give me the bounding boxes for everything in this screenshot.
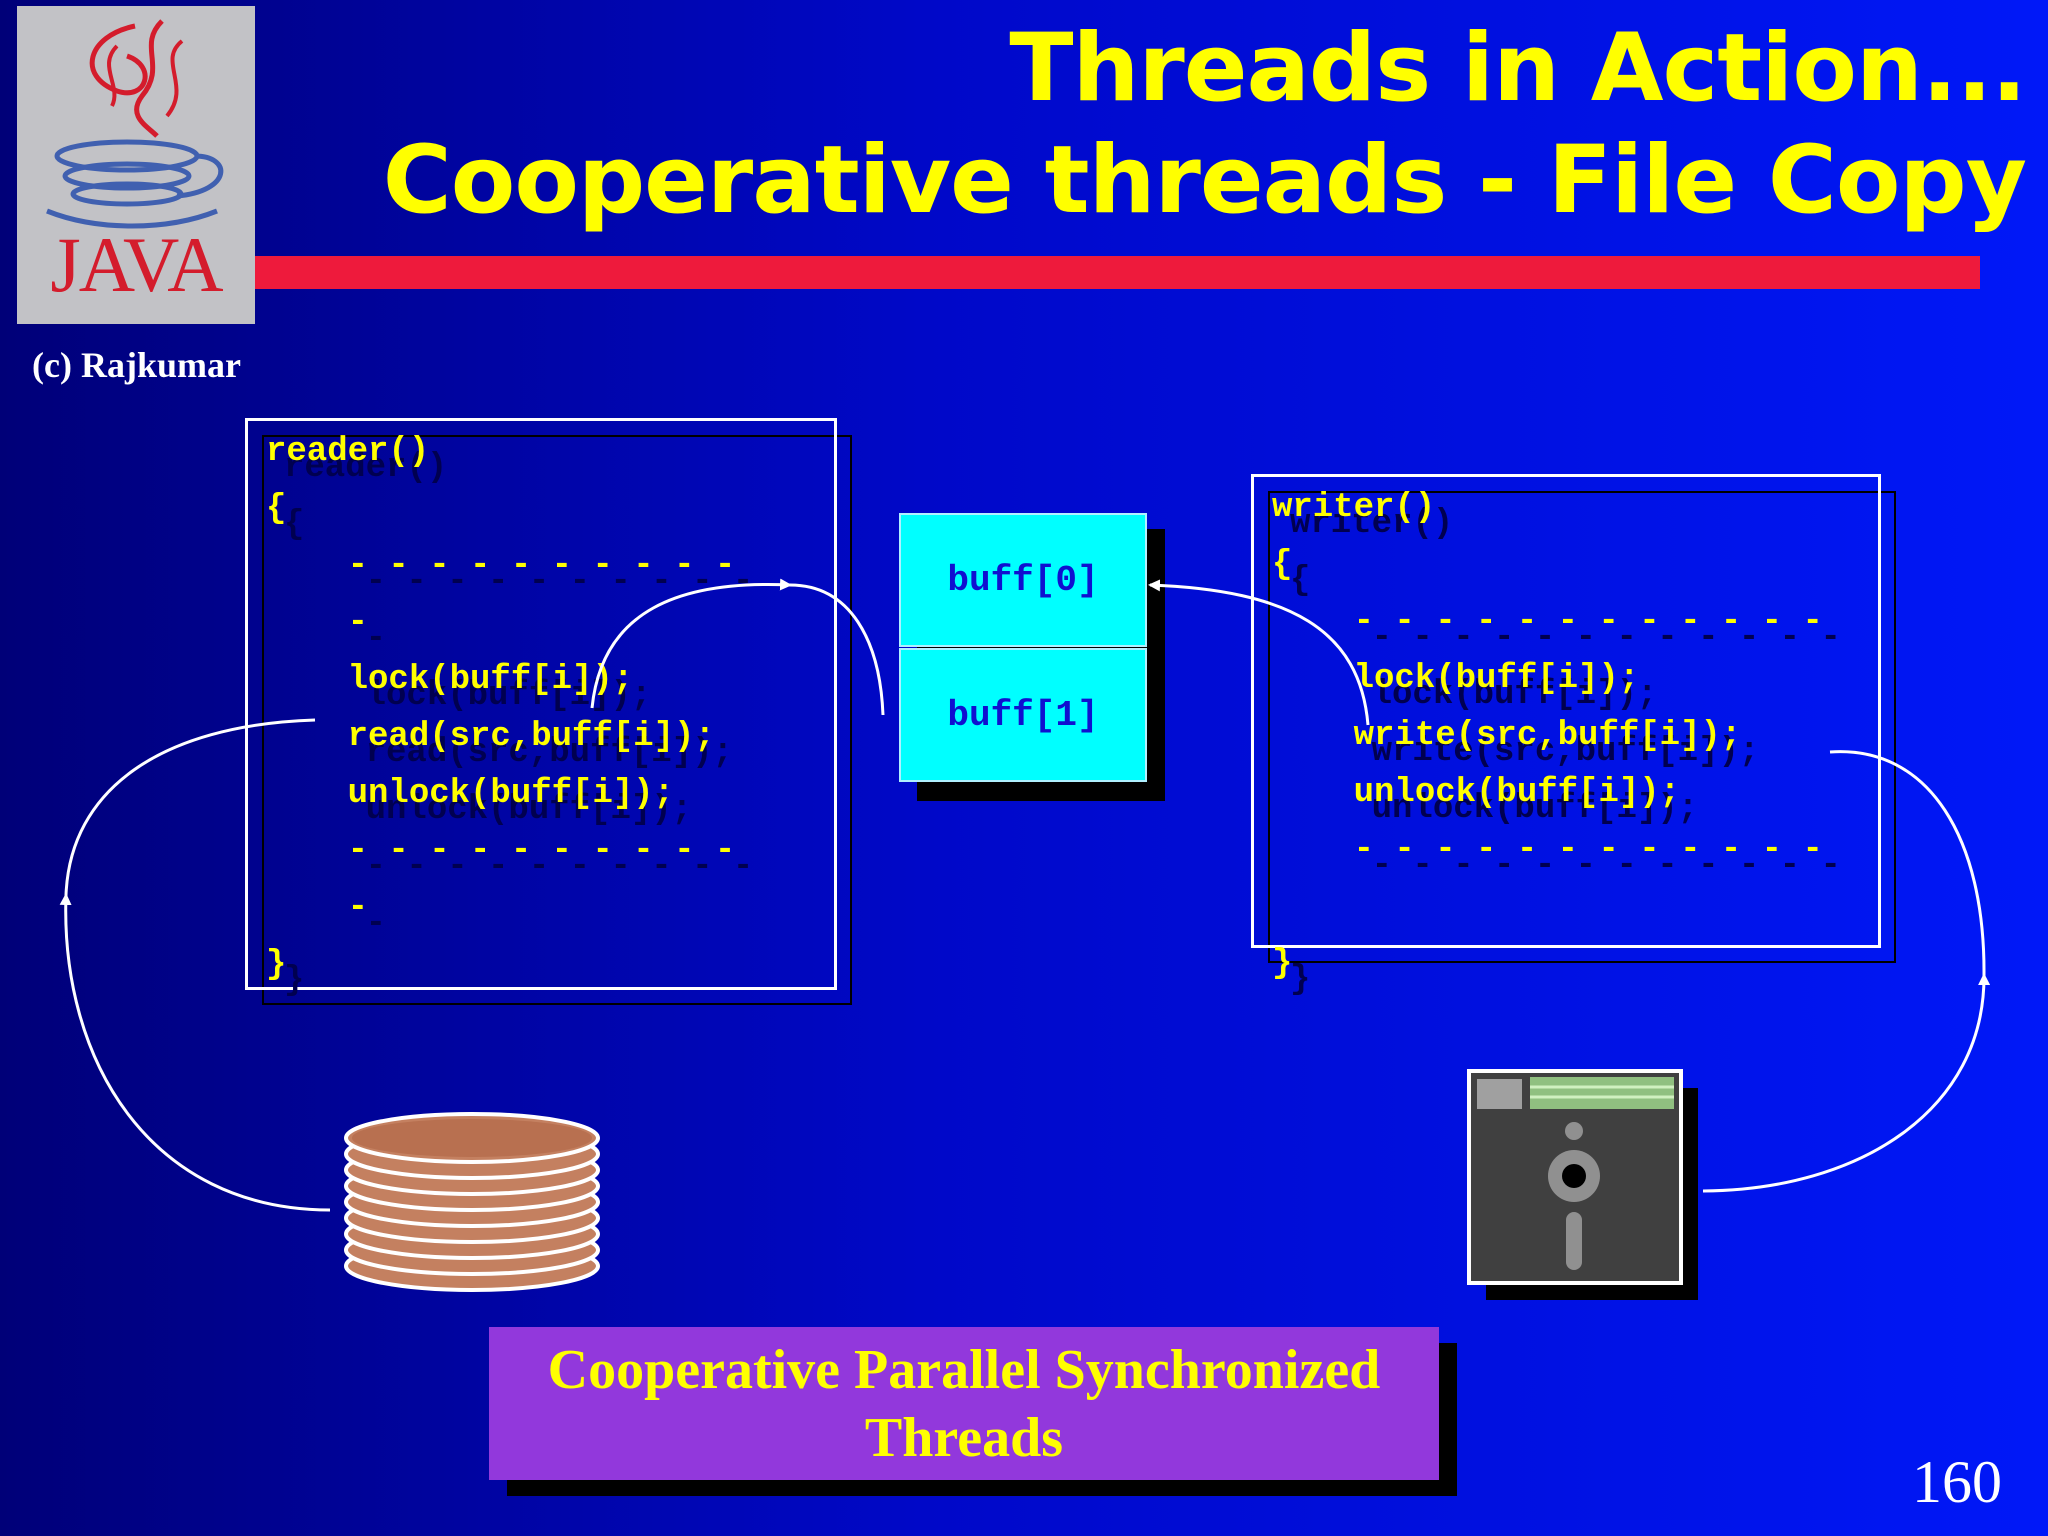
title-line-1: Threads in Action... bbox=[1009, 14, 2027, 123]
reader-code-line: lock(buff[i]); bbox=[266, 661, 634, 699]
title-divider bbox=[255, 256, 1980, 289]
writer-box-shadow bbox=[1268, 491, 1896, 963]
reader-code-line: unlock(buff[i]); bbox=[266, 775, 675, 813]
writer-code-line: write(src,buff[i]); bbox=[1272, 717, 1742, 755]
writer-code-line: unlock(buff[i]); bbox=[1272, 774, 1681, 812]
reader-code-line: - - - - - - - - - - bbox=[266, 832, 736, 870]
buffer-cell-1: buff[1] bbox=[899, 648, 1147, 782]
java-logo-text: JAVA bbox=[50, 221, 223, 308]
writer-code-line: - - - - - - - - - - - - bbox=[1272, 603, 1823, 641]
java-logo: JAVA bbox=[17, 6, 255, 324]
caption-line-1: Cooperative Parallel Synchronized bbox=[547, 1338, 1381, 1401]
writer-code-line: { bbox=[1272, 546, 1293, 584]
buffer-cell-0: buff[0] bbox=[899, 513, 1147, 647]
caption-line-2: Threads bbox=[864, 1406, 1064, 1469]
writer-code-line: } bbox=[1272, 945, 1293, 983]
reader-code-line: read(src,buff[i]); bbox=[266, 718, 715, 756]
page-number: 160 bbox=[1912, 1449, 2002, 1515]
reader-code-line: { bbox=[266, 490, 287, 528]
writer-code: writer() { - - - - - - - - - - - - lock(… bbox=[1272, 480, 1823, 993]
reader-code: reader() { - - - - - - - - - - - lock(bu… bbox=[266, 424, 735, 994]
title-line-2: Cooperative threads - File Copy bbox=[382, 126, 2027, 235]
reader-code-line: - bbox=[266, 889, 369, 927]
caption-box: Cooperative Parallel Synchronized Thread… bbox=[489, 1327, 1439, 1480]
writer-code-line: - - - - - - - - - - - - bbox=[1272, 831, 1823, 869]
copyright: (c) Rajkumar bbox=[32, 345, 241, 385]
reader-code-line: - - - - - - - - - - bbox=[266, 547, 736, 585]
coffee-cup-icon bbox=[46, 19, 224, 229]
writer-code-line: writer() bbox=[1272, 489, 1436, 527]
reader-code-line: - bbox=[266, 604, 369, 642]
reader-code-line: reader() bbox=[266, 433, 430, 471]
writer-code-line: lock(buff[i]); bbox=[1272, 660, 1640, 698]
writer-code-shadow: writer() { - - - - - - - - - - - - lock(… bbox=[1290, 505, 1841, 999]
reader-code-line: } bbox=[266, 946, 287, 984]
